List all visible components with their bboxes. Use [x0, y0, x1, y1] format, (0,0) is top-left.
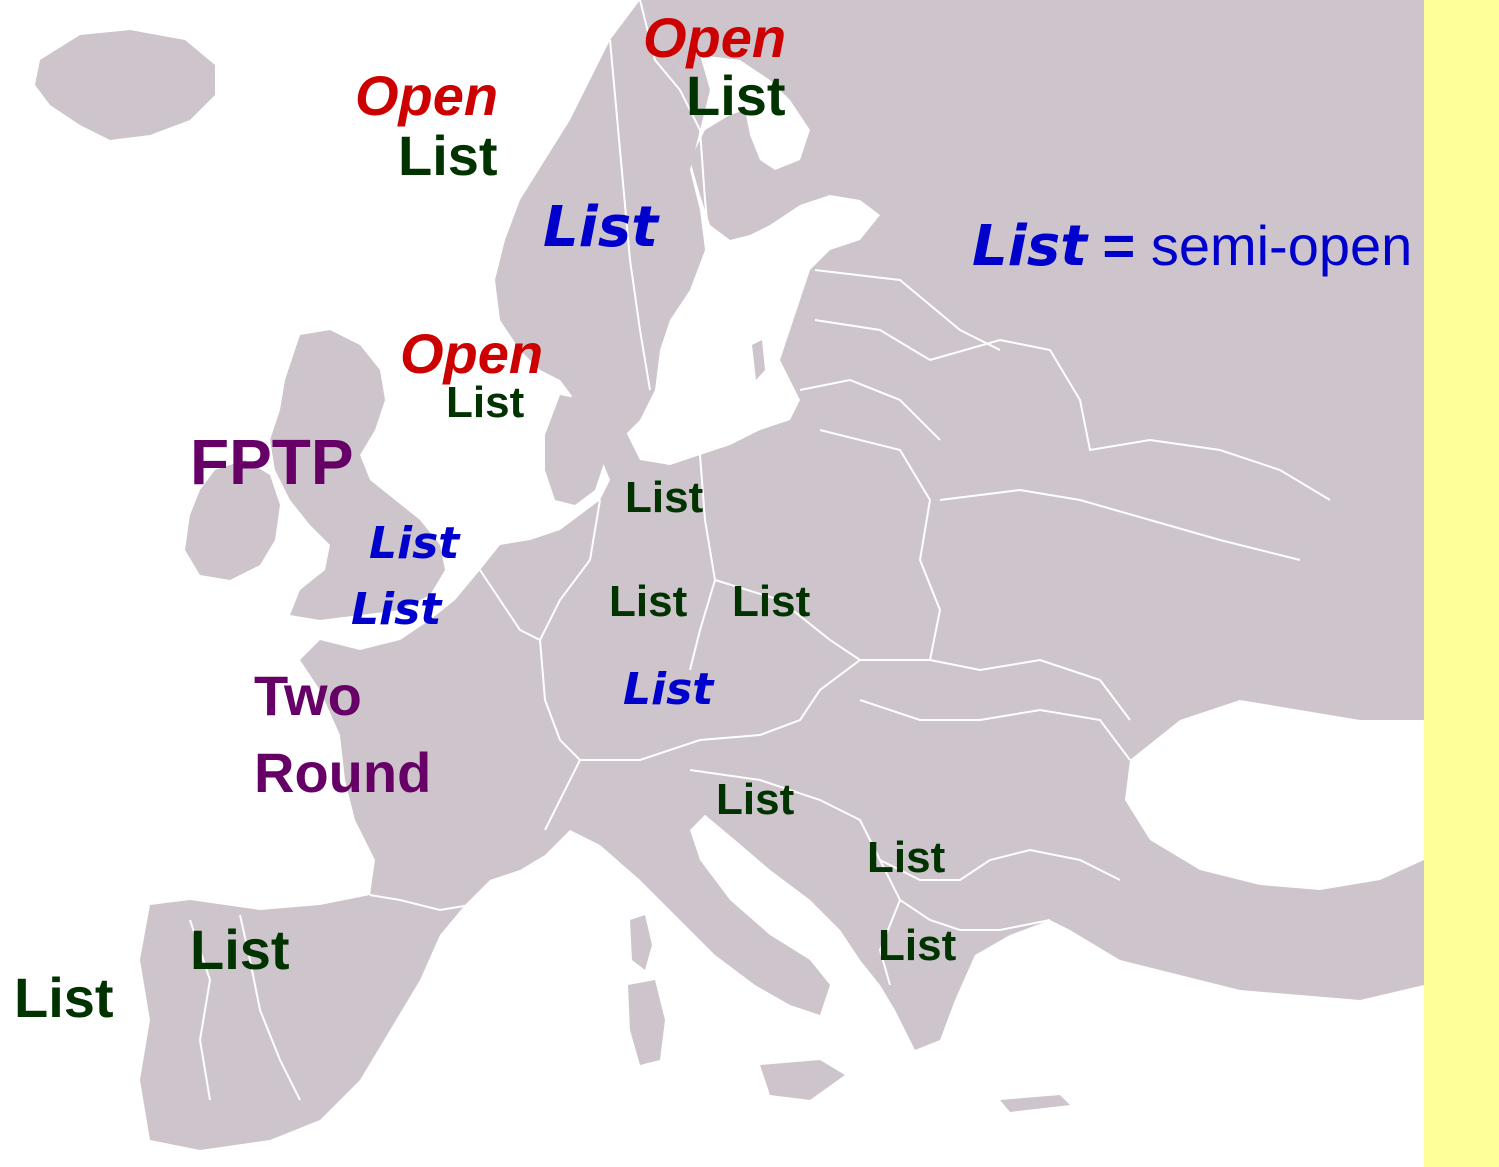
border-line: [879, 848, 1121, 881]
border-line: [819, 429, 942, 661]
label-france-two: Two: [254, 664, 362, 727]
iceland: [35, 30, 215, 140]
legend-equals: =: [1102, 214, 1136, 277]
legend: List = semi-open: [972, 218, 1412, 275]
border-line: [714, 579, 930, 661]
border-line: [609, 39, 651, 391]
inland-seas: [695, 700, 1424, 1070]
label-serbia-list: List: [867, 833, 946, 882]
side-strip: [1424, 0, 1499, 1167]
great-britain: [270, 330, 445, 620]
border-line: [929, 658, 1131, 721]
border-line: [859, 699, 1131, 761]
label-sweden-list: List: [543, 195, 658, 260]
adriatic-sea: [695, 815, 860, 965]
aegean-sea: [960, 950, 1070, 1070]
scandinavia: [495, 0, 710, 450]
label-denmark-list: List: [446, 378, 525, 427]
label-denmark-open: Open: [400, 322, 544, 385]
sicily: [760, 1060, 845, 1100]
label-belgium-list: List: [351, 584, 442, 635]
border-line: [369, 894, 471, 912]
label-spain-list: List: [190, 918, 290, 981]
border-line: [879, 859, 1051, 931]
border-line: [878, 899, 901, 986]
border-line: [189, 919, 212, 1101]
border-line: [929, 338, 1331, 501]
mainland-europe: [140, 0, 1424, 1150]
border-line: [479, 569, 541, 641]
legend-term: List: [972, 214, 1087, 279]
label-germany-north-list: List: [625, 473, 704, 522]
label-austria-list: List: [623, 664, 714, 715]
ireland: [185, 460, 280, 580]
gotland: [752, 340, 765, 380]
border-line: [639, 0, 711, 251]
label-uk-fptp: FPTP: [190, 426, 354, 498]
legend-description: semi-open: [1150, 214, 1413, 277]
border-line: [814, 319, 931, 361]
country-borders: [189, 0, 1331, 1101]
sardinia: [628, 980, 665, 1065]
border-line: [580, 659, 861, 761]
label-netherlands-list: List: [369, 518, 460, 569]
border-line: [799, 378, 941, 441]
label-czech-list: List: [732, 577, 811, 626]
label-norway-open: Open: [355, 64, 499, 127]
label-slovenia-list: List: [716, 775, 795, 824]
border-line: [239, 914, 301, 1101]
land-masses: [35, 0, 1424, 1150]
crete: [1000, 1095, 1070, 1112]
label-norway-list: List: [398, 124, 498, 187]
label-finland-list: List: [686, 64, 786, 127]
label-germany-list: List: [609, 577, 688, 626]
border-line: [689, 769, 881, 861]
label-portugal-list: List: [14, 966, 114, 1029]
black-sea: [1125, 700, 1424, 890]
border-line: [939, 488, 1301, 561]
border-line: [544, 759, 581, 831]
label-finland-open: Open: [643, 6, 787, 69]
label-france-round: Round: [254, 741, 432, 804]
border-line: [814, 269, 1001, 351]
corsica: [630, 915, 652, 970]
jutland: [545, 395, 605, 505]
label-macedonia-list: List: [878, 921, 957, 970]
map-canvas: [35, 0, 1424, 1150]
